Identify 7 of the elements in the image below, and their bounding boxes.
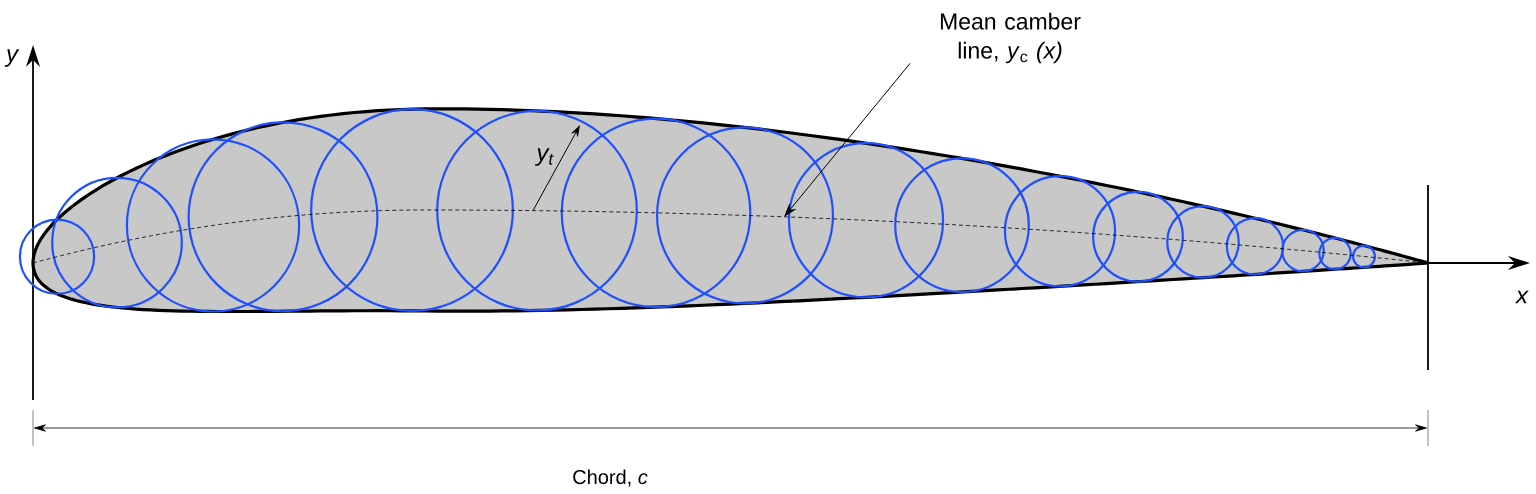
dimension-label: Chord, c — [573, 469, 648, 487]
airfoil-drawing — [18, 107, 1430, 314]
callout-text: Mean camber line, y$_{c}$ (x) — [940, 12, 1081, 64]
thickness-label: y$_{t}$ — [535, 148, 554, 166]
axis-label: y — [4, 49, 20, 67]
leader-line — [784, 62, 911, 217]
axis-label: x — [1515, 290, 1529, 304]
